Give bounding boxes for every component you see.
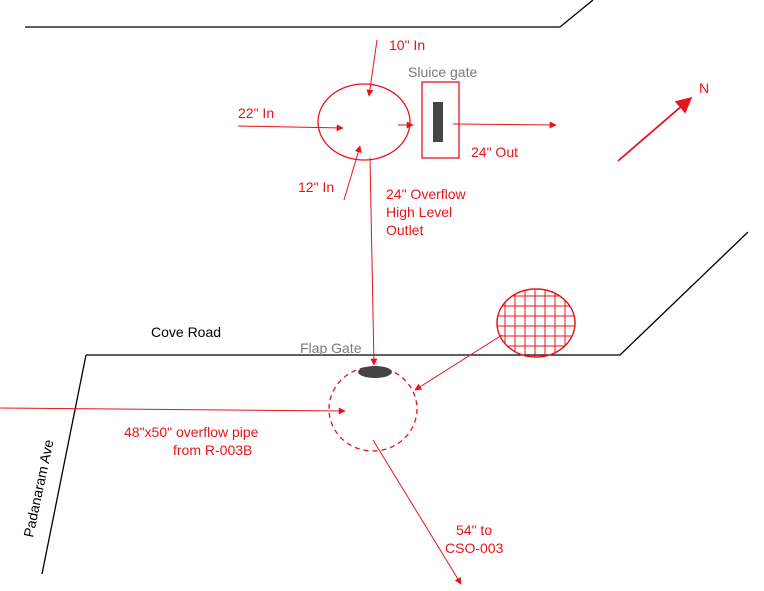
outlet-24-label: 24" Out	[471, 144, 518, 160]
hatched-structure	[496, 288, 576, 358]
cove-road-label: Cove Road	[151, 324, 221, 340]
inlet-12-label: 12" In	[298, 179, 334, 195]
overflow-pipe-arrow	[0, 407, 346, 415]
inlet-22-arrow	[237, 124, 344, 132]
outlet-24-arrow	[452, 121, 557, 129]
to-cso-label-line2: CSO-003	[445, 540, 504, 556]
to-cso-label-line1: 54" to	[456, 522, 492, 538]
overflow-24-arrow	[369, 157, 378, 366]
inlet-10-arrow	[366, 39, 378, 97]
sluice-gate-plate	[433, 102, 443, 142]
cove-road-line	[86, 231, 749, 356]
to-cso-arrow	[372, 439, 462, 585]
hatched-to-chamber-arrow	[414, 334, 503, 391]
padanaram-ave-line	[41, 354, 87, 575]
inlet-22-label: 22" In	[238, 105, 274, 121]
top-road-line	[25, 0, 594, 28]
flap-gate-shape	[358, 366, 392, 378]
padanaram-ave-label: Padanaram Ave	[20, 438, 56, 539]
lower-chamber	[328, 366, 418, 452]
inlet-12-arrow	[343, 145, 362, 201]
north-label: N	[699, 80, 709, 96]
flap-gate-label: Flap Gate	[300, 340, 362, 356]
upper-manhole	[317, 83, 411, 161]
inlet-10-label: 10" In	[389, 37, 425, 53]
sluice-gate-box	[421, 81, 460, 159]
overflow-label-line1: 24" Overflow	[386, 186, 467, 202]
north-arrow	[617, 96, 693, 162]
overflow-label-line3: Outlet	[386, 222, 423, 238]
sluice-gate-label: Sluice gate	[408, 64, 477, 80]
overflow-pipe-label-line1: 48"x50" overflow pipe	[124, 424, 259, 440]
overflow-label-line2: High Level	[386, 204, 452, 220]
overflow-pipe-label-line2: from R-003B	[173, 442, 252, 458]
